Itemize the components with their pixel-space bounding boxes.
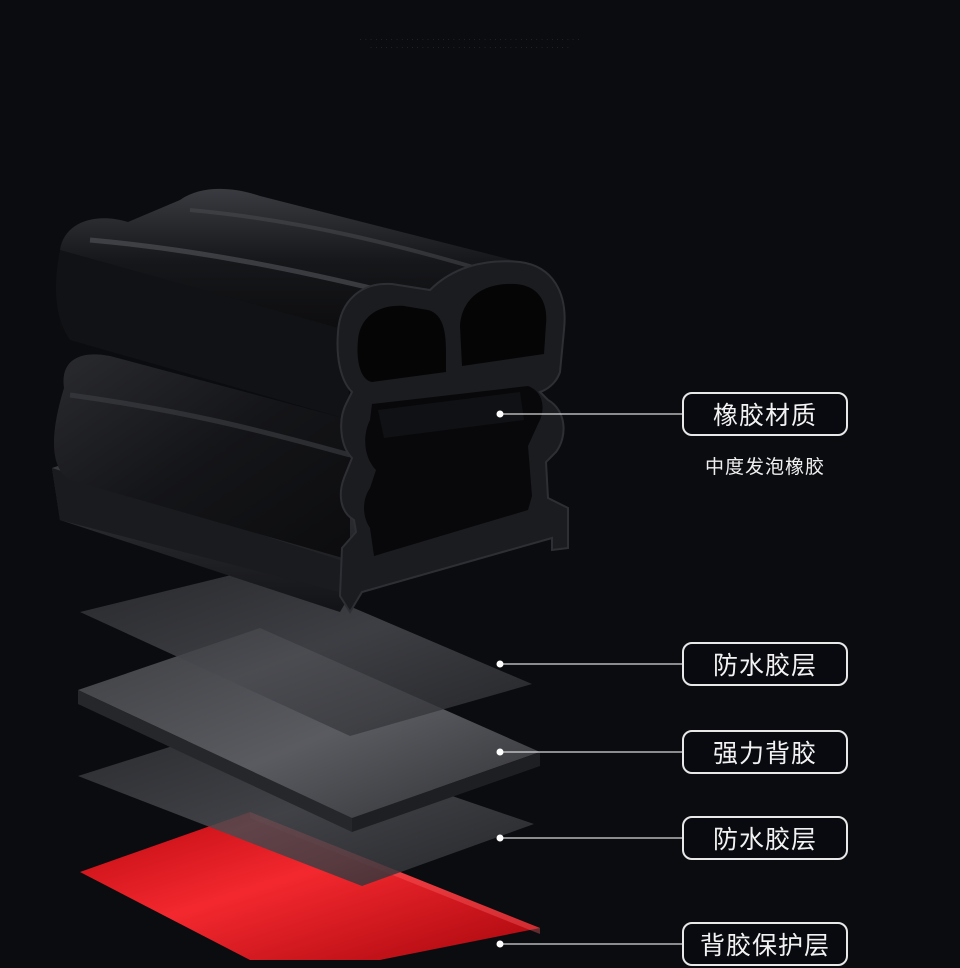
callout-waterproof-layer-upper: 防水胶层 [682,642,848,686]
top-caption-line: · · · · · · · · · · · · · · · · · · · · … [370,45,570,51]
top-caption: · · · · · · · · · · · · · · · · · · · · … [280,36,660,52]
strong-adhesive-layer [78,628,540,832]
callout-dot-icon [496,834,504,842]
callout-waterproof-layer-lower: 防水胶层 [682,816,848,860]
rubber-seal-profile [52,188,569,614]
callout-strong-adhesive: 强力背胶 [682,730,848,774]
top-caption-line: · · · · · · · · · · · · · · · · · · · · … [359,37,581,43]
callout-dot-icon [496,940,504,948]
callout-rubber-material: 橡胶材质 [682,392,848,436]
callout-dot-icon [496,410,504,418]
callout-dot-icon [496,660,504,668]
callout-protective-layer: 背胶保护层 [682,922,848,966]
upper-waterproof-layer [80,568,532,736]
callout-dot-icon [496,748,504,756]
callout-rubber-material-sublabel: 中度发泡橡胶 [704,456,825,478]
callout-leaders [496,410,682,948]
